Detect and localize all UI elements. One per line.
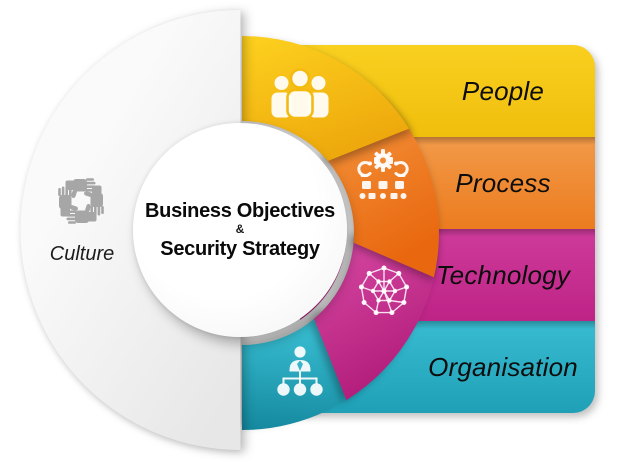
segment-label-organisation: Organisation [428, 351, 578, 382]
culture-label: Culture [49, 243, 115, 265]
hub-title-line2: Security Strategy [160, 237, 320, 260]
technology-icon [358, 265, 410, 316]
segment-label-process: Process [455, 167, 551, 198]
hub-title-line1: Business Objectives [145, 200, 335, 223]
org-chart-icon [277, 346, 323, 396]
hub-circle: Business Objectives & Security Strategy [133, 123, 347, 337]
process-icon [357, 149, 409, 199]
segment-label-people: People [461, 75, 545, 106]
teamwork-hands-icon [58, 178, 104, 224]
people-icon [271, 68, 329, 120]
segment-bar-organisation: Organisation [300, 321, 595, 413]
segment-bar-people: People [300, 45, 595, 137]
hub-ampersand: & [235, 222, 245, 237]
segment-label-technology: Technology [435, 259, 571, 290]
